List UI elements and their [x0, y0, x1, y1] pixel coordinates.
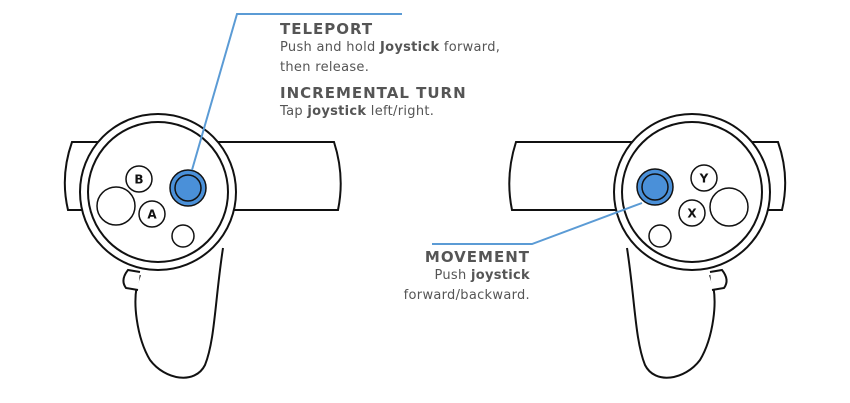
teleport-text-line2: then release.	[280, 60, 370, 75]
left-controller: B A	[63, 13, 402, 379]
movement-callout-line	[432, 202, 643, 245]
y-button-label: Y	[699, 172, 709, 186]
teleport-text-end: forward,	[439, 40, 501, 55]
b-button	[125, 165, 153, 193]
teleport-callout-line	[191, 13, 402, 171]
teleport-description: Push and hold Joystick forward, then rele…	[280, 38, 500, 78]
turn-text-end: left/right.	[366, 104, 435, 119]
x-button	[678, 199, 706, 227]
x-button-label: X	[687, 207, 697, 221]
right-joystick-inner	[641, 173, 669, 201]
a-button-label: A	[147, 208, 157, 222]
movement-joystick-bold: joystick	[470, 268, 530, 283]
left-menu-button	[171, 224, 195, 248]
y-button	[690, 164, 718, 192]
left-grip-button	[96, 186, 136, 226]
right-grip-button	[709, 187, 749, 227]
movement-title: MOVEMENT	[424, 248, 530, 266]
movement-text: Push	[434, 268, 471, 283]
right-controller: Y X	[432, 113, 787, 379]
teleport-title: TELEPORT	[280, 20, 374, 38]
movement-text-line2: forward/backward.	[403, 288, 530, 303]
teleport-joystick-bold: Joystick	[379, 40, 440, 55]
turn-title: INCREMENTAL TURN	[280, 84, 467, 102]
incremental-turn-label: INCREMENTAL TURN Tap joystick left/right…	[280, 84, 467, 122]
a-button	[138, 200, 166, 228]
movement-description: Push joystick forward/backward.	[404, 266, 530, 306]
turn-joystick-bold: joystick	[307, 104, 367, 119]
left-joystick-inner	[174, 174, 202, 202]
right-menu-button	[648, 224, 672, 248]
teleport-label: TELEPORT Push and hold Joystick forward,…	[280, 20, 500, 78]
movement-label: MOVEMENT Push joystick forward/backward.	[404, 248, 530, 306]
b-button-label: B	[134, 173, 143, 187]
teleport-text: Push and hold	[280, 40, 380, 55]
turn-text: Tap	[280, 104, 308, 119]
turn-description: Tap joystick left/right.	[280, 102, 467, 122]
